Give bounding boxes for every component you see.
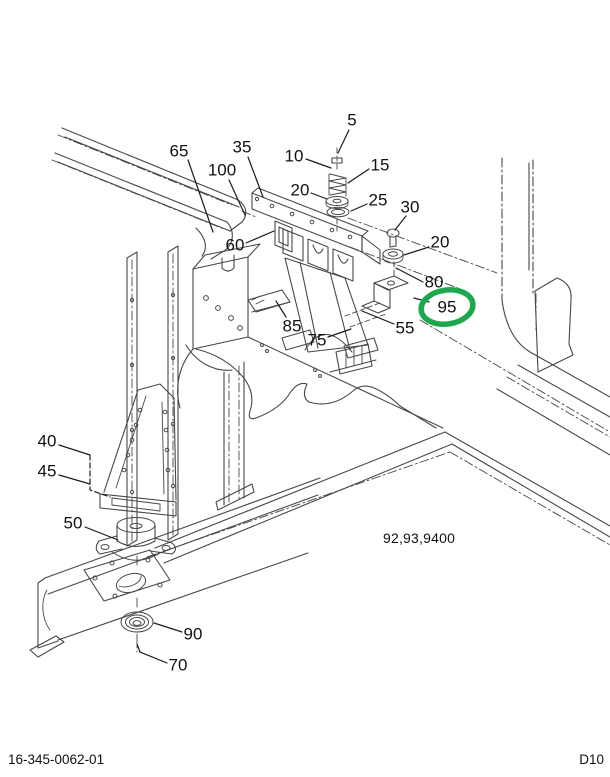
callout-leader-85 [276,301,286,317]
highlight-ellipse-95 [419,287,475,328]
callout-leader-40 [59,445,90,455]
callout-leader-50 [85,527,118,540]
vertical-channel-strips [127,246,254,546]
pin-30 [387,229,399,247]
mount-stop-bracket-60 [275,221,353,281]
upper-support-bracket [252,188,380,264]
callout-35: 35 [233,138,252,157]
callout-leader-10 [306,159,331,168]
callout-40: 40 [38,432,57,451]
lower-crossmember [147,218,610,563]
frame-upright [445,158,610,545]
callout-leader-20 [404,247,429,255]
spring-15 [329,174,346,196]
callout-90: 90 [184,625,203,644]
callout-75: 75 [308,331,327,350]
callout-95: 95 [438,298,457,317]
retainer-ring-25 [327,207,349,217]
callout-leader-45 [59,475,90,484]
callout-100: 100 [208,161,236,180]
callout-25: 25 [369,191,388,210]
bolt-5 [332,148,342,172]
radiator-top-rails [52,128,256,259]
callout-80: 80 [425,273,444,292]
lower-frame-rail [30,478,320,657]
callout-70: 70 [169,656,188,675]
group-note: 92,93,9400 [383,530,456,546]
callout-20: 20 [431,233,450,252]
stop-bracket-80-95 [345,276,408,327]
callout-leader-70 [137,644,167,663]
callout-15: 15 [371,156,390,175]
callout-10: 10 [285,147,304,166]
callout-leader-35 [248,157,263,197]
callout-leader-55 [362,311,394,324]
callout-leader-25 [351,204,367,211]
washer-20-right [383,249,403,263]
callout-leader-80 [396,268,423,282]
page-code: D10 [579,752,604,767]
callout-leader-15 [348,169,369,183]
callout-leader-60 [246,231,274,243]
callout-30: 30 [401,198,420,217]
callout-55: 55 [396,319,415,338]
pedestal-support [282,258,378,374]
document-number: 16-345-0062-01 [8,752,105,767]
callout-leader-90 [154,623,182,632]
callout-leader-5 [338,130,349,153]
pad-85 [248,290,290,312]
washer-90 [121,598,153,652]
callout-layer: 65 100 35 10 5 15 20 25 30 20 60 80 95 55 85 75 40 45 50 90… [38,111,476,675]
callout-50: 50 [64,514,83,533]
callout-leader-30 [395,216,406,230]
callout-leader-100 [229,180,245,215]
callout-65: 65 [170,142,189,161]
callout-5: 5 [347,111,356,130]
callout-60: 60 [226,236,245,255]
callout-leader-75 [328,329,351,337]
callout-20: 20 [291,181,310,200]
insulator-mount-50 [96,462,175,566]
callout-85: 85 [283,317,302,336]
callout-leader-65 [188,160,213,232]
washer-20-top [326,197,348,209]
callout-leader-20 [311,193,327,199]
gusset-bracket [90,384,176,516]
callout-45: 45 [38,462,57,481]
